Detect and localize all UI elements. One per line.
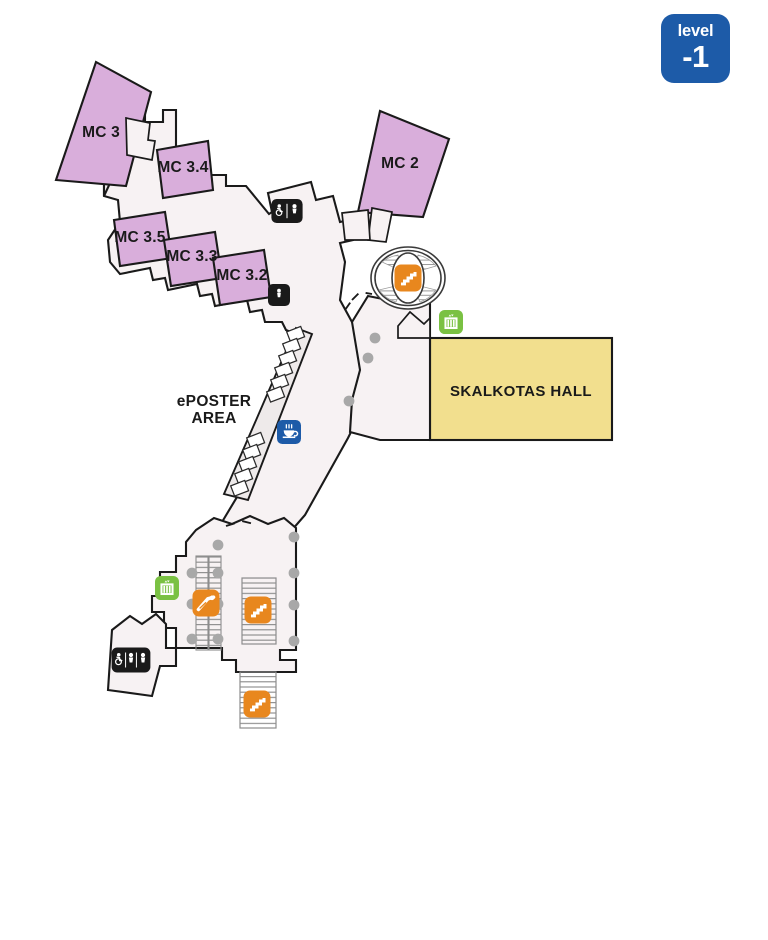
room-mc-2[interactable] — [356, 109, 451, 219]
level-word: level — [677, 22, 714, 40]
pillar — [288, 531, 300, 543]
pillar — [212, 633, 224, 645]
poster-panels-lower — [229, 431, 266, 497]
pillar — [186, 567, 198, 579]
pillar — [362, 352, 374, 364]
pillar — [343, 395, 355, 407]
area-label-eposter-line2: AREA — [191, 410, 236, 427]
pillar — [212, 567, 224, 579]
level-indicator-badge: level -1 — [661, 14, 730, 83]
room-label-mc-3-3: MC 3.3 — [166, 248, 217, 265]
eposter-corridor — [222, 325, 314, 502]
stairs-icon[interactable] — [394, 264, 422, 292]
area-label-eposter-line1: ePOSTER — [177, 393, 251, 410]
pillar — [288, 567, 300, 579]
room-mc-3-4[interactable] — [155, 139, 215, 200]
elevator-icon[interactable] — [155, 576, 179, 600]
room-label-mc-3-5: MC 3.5 — [114, 229, 165, 246]
connector-mc2 — [341, 206, 394, 243]
pillar — [288, 599, 300, 611]
stairs-icon[interactable] — [243, 690, 271, 718]
elevator-icon[interactable] — [439, 310, 463, 334]
hall-label-skalkotas: SKALKOTAS HALL — [450, 383, 592, 400]
hall-skalkotas[interactable] — [428, 336, 614, 442]
room-label-mc-3: MC 3 — [82, 124, 120, 141]
atrium-edge-detail — [397, 310, 431, 339]
map-label-layer: MC 3 MC 3.4 MC 3.5 MC 3.3 MC 3.2 MC 2 SK… — [82, 124, 592, 427]
room-label-mc-2: MC 2 — [381, 155, 419, 172]
restroom-icon[interactable] — [268, 284, 290, 306]
restroom-icon[interactable] — [111, 647, 151, 673]
coffee-icon[interactable] — [277, 420, 301, 444]
room-label-mc-3-2: MC 3.2 — [216, 267, 267, 284]
pillar — [288, 635, 300, 647]
escalator-icon[interactable] — [192, 589, 220, 617]
wall-notch-mc3 — [125, 116, 156, 162]
pillar — [212, 539, 224, 551]
stairs-icon[interactable] — [244, 596, 272, 624]
amenity-icon-layer — [111, 199, 463, 718]
poster-panels-upper — [265, 325, 306, 403]
restroom-icon[interactable] — [271, 199, 303, 223]
pillar — [186, 633, 198, 645]
pillar — [369, 332, 381, 344]
room-label-mc-3-4: MC 3.4 — [157, 159, 208, 176]
level-number: -1 — [682, 39, 709, 74]
